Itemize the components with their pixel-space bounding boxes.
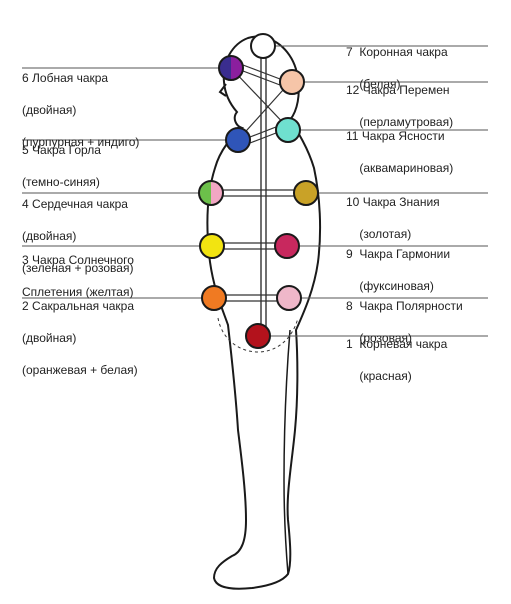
label-root: 1 Корневая чакра (красная) (346, 320, 447, 384)
label-clarity: 11 Чакра Ясности (аквамариновая) (346, 112, 453, 176)
brow-number: 6 (22, 71, 29, 85)
knowledge-number: 10 (346, 195, 360, 209)
root-color: (красная) (359, 369, 412, 383)
sacral-number: 2 (22, 299, 29, 313)
label-change: 12 Чакра Перемен (перламутровая) (346, 66, 453, 130)
chakra-crown-circle (250, 33, 276, 59)
clarity-color: (аквамариновая) (359, 161, 454, 175)
throat-name: Чакра Горла (32, 143, 101, 157)
sacral-line-1: (двойная) (22, 331, 77, 345)
label-throat: 5 Чакра Горла (темно-синяя) (22, 126, 101, 190)
sacral-line-2: (оранжевая + белая) (22, 363, 138, 377)
polarity-number: 8 (346, 299, 353, 313)
brow-name: Лобная чакра (32, 71, 109, 85)
inner-leg-line (283, 329, 291, 575)
label-sacral: 2 Сакральная чакра (двойная) (оранжевая … (22, 282, 138, 378)
chakra-sacral-circle (201, 285, 227, 311)
link-brow-change (242, 70, 281, 86)
harmony-name: Чакра Гармонии (359, 247, 451, 261)
chakra-polarity-circle (276, 285, 302, 311)
label-knowledge: 10 Чакра Знания (золотая) (346, 178, 440, 242)
throat-line-1: (темно-синяя) (22, 175, 100, 189)
change-color: (перламутровая) (359, 115, 454, 129)
chakra-throat-circle (225, 127, 251, 153)
crown-color: (белая) (359, 77, 401, 91)
heart-line-1: (двойная) (22, 229, 77, 243)
solar-number: 3 (22, 253, 29, 267)
chakra-heart-circle (198, 180, 224, 206)
brow-line-2: (пурпурная + индиго) (22, 135, 140, 149)
chakra-harmony-circle (274, 233, 300, 259)
sacral-name: Сакральная чакра (32, 299, 135, 313)
face-profile (218, 83, 227, 97)
heart-line-2: (зеленая + розовая) (22, 261, 134, 275)
link-throat-clarity (249, 126, 277, 138)
chakra-change-circle (279, 69, 305, 95)
harmony-number: 9 (346, 247, 353, 261)
root-number: 1 (346, 337, 353, 351)
solar-line-1: Сплетения (желтая) (22, 285, 134, 299)
root-loop (217, 317, 299, 353)
label-brow: 6 Лобная чакра (двойная) (пурпурная + ин… (22, 54, 139, 150)
body-silhouette (206, 35, 322, 590)
throat-number: 5 (22, 143, 29, 157)
crown-name: Коронная чакра (359, 45, 448, 59)
link-brow-change (242, 64, 281, 80)
heart-number: 4 (22, 197, 29, 211)
chakra-brow-circle (218, 55, 244, 81)
chakra-clarity-circle (275, 117, 301, 143)
knowledge-name: Чакра Знания (362, 195, 440, 209)
polarity-name: Чакра Полярности (359, 299, 463, 313)
root-name: Корневая чакра (359, 337, 448, 351)
chakra-knowledge-circle (293, 180, 319, 206)
polarity-color: (розовая) (359, 331, 413, 345)
chakra-solar-circle (199, 233, 225, 259)
label-solar: 3 Чакра Солнечного Сплетения (желтая) (22, 236, 134, 300)
clarity-number: 11 (346, 129, 359, 143)
brow-line-1: (двойная) (22, 103, 77, 117)
clarity-name: Чакра Ясности (361, 129, 445, 143)
label-heart: 4 Сердечная чакра (двойная) (зеленая + р… (22, 180, 133, 276)
link-throat-clarity (249, 132, 277, 144)
change-name: Чакра Перемен (362, 83, 450, 97)
change-number: 12 (346, 83, 360, 97)
label-polarity: 8 Чакра Полярности (розовая) (346, 282, 463, 346)
solar-name: Чакра Солнечного (32, 253, 134, 267)
knowledge-color: (золотая) (359, 227, 412, 241)
heart-name: Сердечная чакра (32, 197, 128, 211)
crown-number: 7 (346, 45, 353, 59)
harmony-color: (фуксиновая) (359, 279, 434, 293)
label-harmony: 9 Чакра Гармонии (фуксиновая) (346, 230, 450, 294)
label-crown: 7 Коронная чакра (белая) (346, 28, 448, 92)
chakra-root-circle (245, 323, 271, 349)
